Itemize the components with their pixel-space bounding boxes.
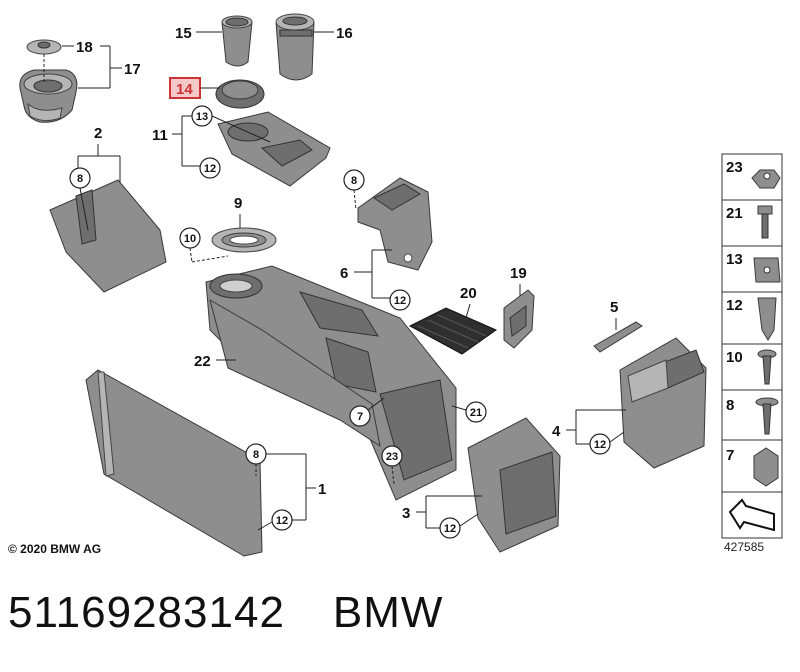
- brand-name: BMW: [332, 588, 444, 637]
- label-6: 6: [340, 265, 348, 282]
- svg-text:12: 12: [204, 163, 216, 175]
- label-5: 5: [610, 299, 618, 316]
- diagram-reference-number: 427585: [724, 540, 765, 554]
- svg-text:8: 8: [726, 397, 734, 414]
- cup-holder-insert-part: [19, 39, 78, 123]
- callout-12-top: [199, 157, 221, 179]
- svg-text:7: 7: [726, 447, 734, 464]
- label-17: 17: [124, 61, 141, 78]
- label-3: 3: [402, 505, 410, 522]
- arrow-symbol-icon: [728, 498, 775, 532]
- part-number: 51169283142: [8, 588, 285, 637]
- svg-text:21: 21: [726, 205, 743, 222]
- label-9: 9: [234, 195, 242, 212]
- svg-text:8: 8: [253, 449, 259, 461]
- svg-text:12: 12: [726, 297, 743, 314]
- label-20: 20: [460, 285, 477, 302]
- svg-text:23: 23: [386, 451, 398, 463]
- side-panel-part-2: [49, 179, 167, 293]
- label-1: 1: [318, 481, 326, 498]
- label-11: 11: [152, 127, 168, 144]
- label-19: 19: [510, 265, 527, 282]
- side-panel-part-1: [85, 369, 263, 557]
- svg-text:10: 10: [184, 233, 196, 245]
- svg-text:21: 21: [470, 407, 482, 419]
- bolt-icon: [757, 205, 773, 239]
- svg-text:13: 13: [726, 251, 743, 268]
- trim-panel-part-11: [217, 111, 331, 187]
- fastener-legend: 23 21 13 12 10 8 7: [721, 153, 783, 539]
- callout-12-panel: [271, 509, 293, 531]
- svg-text:8: 8: [351, 175, 357, 187]
- bracket-part-19: [503, 289, 535, 349]
- svg-text:12: 12: [276, 515, 288, 527]
- copyright-notice: © 2020 BMW AG: [8, 542, 102, 556]
- callout-12-rear: [589, 433, 611, 455]
- label-2: 2: [94, 125, 102, 142]
- ring-part-9: [211, 227, 277, 253]
- label-18: 18: [76, 39, 93, 56]
- washer-screw-icon: [755, 397, 779, 435]
- footer-caption: 51169283142 BMW: [8, 588, 443, 638]
- callout-7: [349, 405, 371, 427]
- clip-icon: [757, 297, 777, 341]
- svg-text:13: 13: [196, 111, 208, 123]
- screw-icon: [757, 349, 777, 385]
- callout-21: [465, 401, 487, 423]
- label-15: 15: [175, 25, 192, 42]
- svg-text:23: 23: [726, 159, 743, 176]
- svg-text:12: 12: [394, 295, 406, 307]
- label-22: 22: [194, 353, 211, 370]
- mat-part-20: [408, 307, 498, 355]
- front-trim-part-3: [467, 417, 561, 553]
- callout-12-front: [439, 517, 461, 539]
- label-16: 16: [336, 25, 353, 42]
- svg-text:7: 7: [357, 411, 363, 423]
- cup-part-15: [221, 15, 253, 67]
- rear-trim-part-4: [619, 337, 707, 469]
- trim-strip-part-5: [593, 321, 643, 353]
- cup-part-16: [275, 13, 315, 81]
- label-4: 4: [552, 423, 561, 440]
- rubber-mat-part-14: [215, 79, 265, 109]
- label-14: 14: [176, 81, 193, 98]
- bracket-part-6: [357, 177, 433, 271]
- callout-12-bracket: [389, 289, 411, 311]
- svg-text:8: 8: [77, 173, 83, 185]
- svg-text:10: 10: [726, 349, 743, 366]
- spring-nut-icon: [753, 447, 779, 487]
- svg-text:12: 12: [444, 523, 456, 535]
- svg-text:12: 12: [594, 439, 606, 451]
